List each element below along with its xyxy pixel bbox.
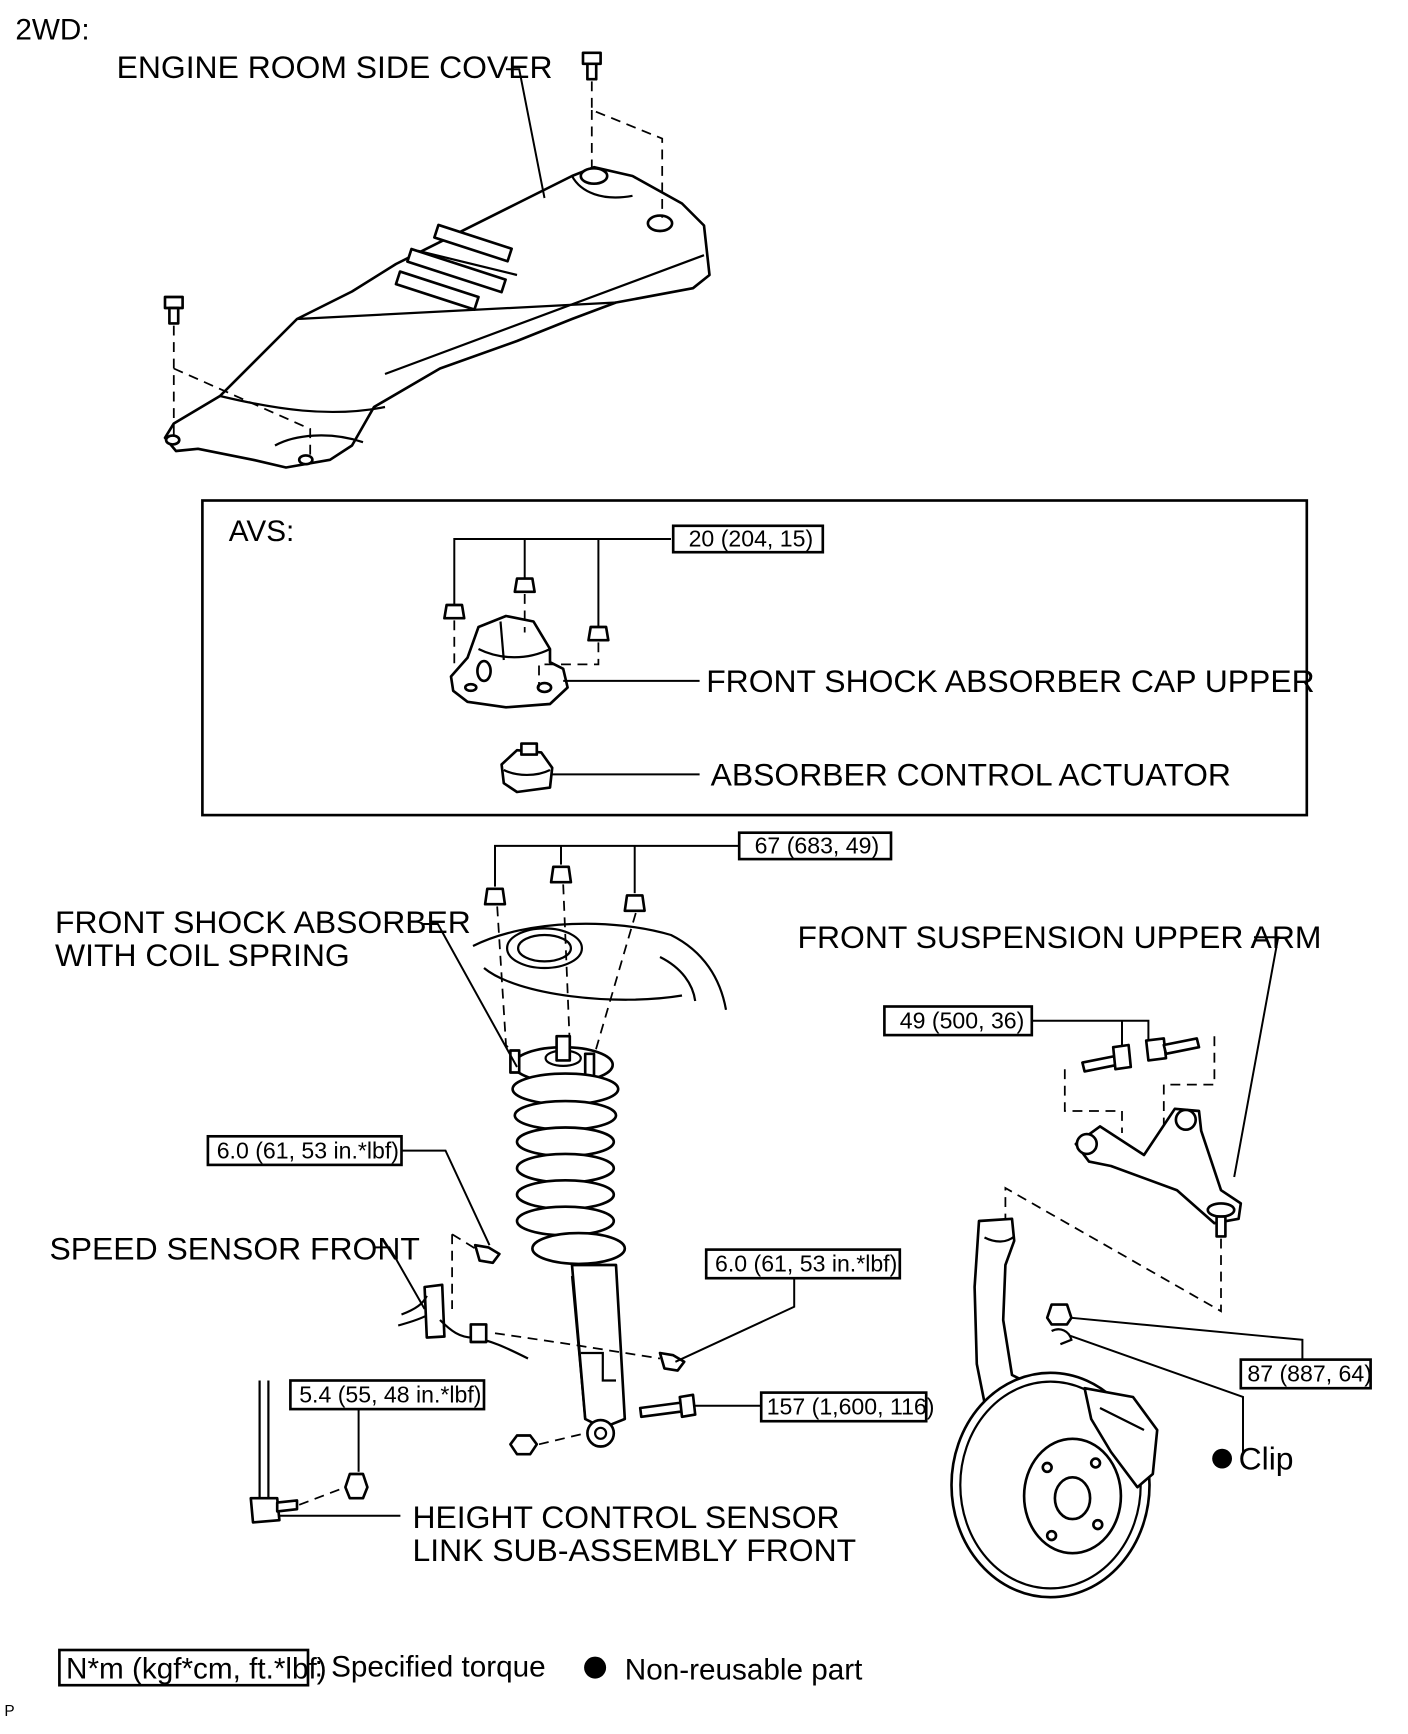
cover-bolt-icon: [581, 51, 602, 81]
torque-box-speed-sensor-left: [206, 1134, 403, 1167]
torque-value-height-link: 5.4 (55, 48 in.*lbf): [299, 1382, 481, 1408]
cap-nut-icon: [587, 625, 610, 642]
strut-nut-icon: [483, 887, 507, 906]
torque-box-speed-sensor-right: [704, 1248, 902, 1280]
cap-nut-icon: [443, 603, 466, 620]
cover-bolt-icon: [163, 295, 184, 325]
torque-box-lower-bolt: [759, 1391, 928, 1423]
label-front-suspension-upper-arm: FRONT SUSPENSION UPPER ARM: [798, 919, 1322, 955]
front-suspension-upper-arm: [1074, 1107, 1243, 1238]
speed-sensor-front: [397, 1283, 529, 1360]
label-clip: Clip: [1239, 1441, 1294, 1477]
strut-lower-nut-icon: [509, 1434, 539, 1456]
torque-value-strut-upper: 67 (683, 49): [755, 833, 880, 859]
legend-non-reusable-dot-icon: [584, 1656, 607, 1679]
corner-mark: P: [4, 1703, 14, 1720]
ball-joint-nut-icon: [1045, 1303, 1073, 1326]
torque-value-cap-upper: 20 (204, 15): [689, 526, 814, 552]
speed-sensor-bracket-bolt-icon: [658, 1351, 686, 1372]
body-strut-tower: [472, 922, 728, 1010]
label-front-shock-absorber-cap-upper: FRONT SHOCK ABSORBER CAP UPPER: [706, 663, 1314, 699]
torque-box-cap-upper: [671, 524, 825, 554]
non-reusable-dot-icon: [1212, 1448, 1232, 1469]
legend-torque-desc: : Specified torque: [315, 1650, 546, 1683]
avs-heading: AVS:: [229, 515, 294, 548]
torque-value-lower-bolt: 157 (1,600, 116): [767, 1394, 935, 1420]
height-link-nut-icon: [344, 1472, 369, 1500]
torque-value-ball-joint: 87 (887, 64): [1247, 1361, 1372, 1387]
label-front-shock-absorber-line2: WITH COIL SPRING: [55, 937, 350, 973]
strut-nut-icon: [549, 865, 573, 884]
label-absorber-control-actuator: ABSORBER CONTROL ACTUATOR: [711, 756, 1231, 792]
label-speed-sensor-front: SPEED SENSOR FRONT: [50, 1231, 420, 1267]
legend-torque-unit: N*m (kgf*cm, ft.*lbf): [66, 1653, 327, 1686]
cotter-pin-clip-icon: [1051, 1328, 1073, 1346]
legend-torque-box: [58, 1648, 310, 1687]
label-height-control-line2: LINK SUB-ASSEMBLY FRONT: [413, 1532, 857, 1568]
front-shock-absorber-with-coil-spring: [509, 1034, 627, 1448]
strut-nut-icon: [623, 894, 646, 913]
absorber-control-actuator: [500, 742, 554, 794]
torque-box-height-link: [289, 1379, 486, 1411]
upper-arm-bolt-icon: [1144, 1037, 1201, 1062]
speed-sensor-bolt-icon: [473, 1243, 501, 1265]
cap-nut-icon: [513, 577, 536, 594]
engine-room-side-cover: [163, 165, 711, 469]
label-engine-room-side-cover: ENGINE ROOM SIDE COVER: [117, 49, 553, 85]
label-height-control-line1: HEIGHT CONTROL SENSOR: [413, 1499, 840, 1535]
torque-value-speed-sensor-right: 6.0 (61, 53 in.*lbf): [715, 1251, 897, 1277]
legend-non-reusable-desc: Non-reusable part: [625, 1654, 863, 1687]
variant-heading: 2WD:: [15, 14, 89, 47]
upper-arm-bolt-icon: [1081, 1043, 1133, 1073]
height-control-sensor-link: [249, 1380, 299, 1524]
torque-value-speed-sensor-left: 6.0 (61, 53 in.*lbf): [217, 1137, 399, 1163]
label-front-shock-absorber-line1: FRONT SHOCK ABSORBER: [55, 904, 471, 940]
torque-box-ball-joint: [1239, 1358, 1372, 1390]
steering-knuckle-and-brake: [950, 1217, 1159, 1599]
strut-lower-bolt-icon: [638, 1393, 697, 1419]
torque-value-upper-arm: 49 (500, 36): [900, 1008, 1025, 1034]
